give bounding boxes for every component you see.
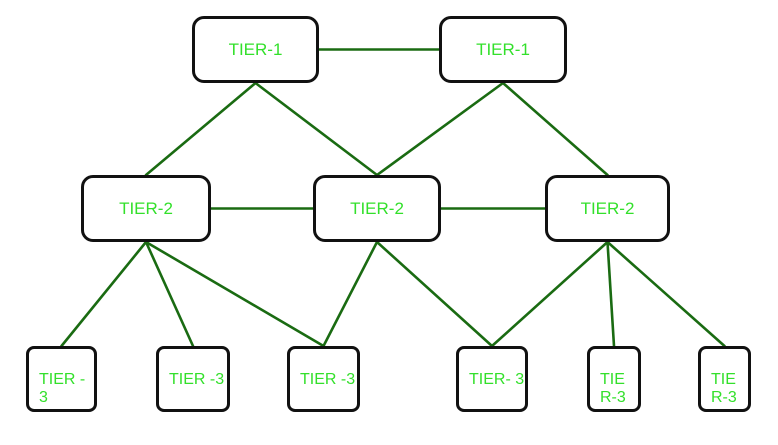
tier2-node-center: TIER-2 (313, 175, 441, 242)
link-t2c-t3e (606, 240, 616, 348)
node-label: TIER-2 (580, 198, 635, 218)
tier2-node-right: TIER-2 (545, 175, 670, 242)
link-t2a-t3c (144, 240, 325, 348)
link-t2a-t3a (60, 240, 148, 348)
node-label: TIER -3 (39, 371, 86, 406)
link-t1b-t2c (501, 81, 609, 177)
link-t2c-t3d (490, 240, 609, 348)
node-label: TIER- 3 (469, 371, 525, 388)
tier3-node-4: TIER- 3 (456, 346, 528, 412)
tier3-node-5: TIE R-3 (587, 346, 641, 412)
tier1-node-right: TIER-1 (439, 16, 567, 83)
link-t1a-t2a (144, 81, 257, 177)
tier3-node-3: TIER -3 (287, 346, 360, 412)
node-label: TIER-1 (228, 39, 283, 59)
link-t2b-t3c (322, 240, 379, 348)
tier3-node-6: TIE R-3 (698, 346, 751, 412)
node-label: TIE R-3 (711, 371, 737, 406)
node-label: TIE R-3 (600, 371, 626, 406)
link-t2b-t3d (375, 240, 494, 348)
node-label: TIER-2 (119, 198, 173, 218)
tier2-node-left: TIER-2 (81, 175, 211, 242)
tier3-node-1: TIER -3 (26, 346, 97, 412)
node-label: TIER-1 (476, 39, 530, 59)
link-t2c-t3f (606, 240, 726, 348)
node-label: TIER -3 (169, 371, 225, 388)
link-t1a-t2b (254, 81, 379, 177)
tier3-node-2: TIER -3 (156, 346, 230, 412)
link-t1b-t2b (375, 81, 505, 177)
link-t2a-t3b (144, 240, 195, 348)
node-label: TIER -3 (300, 371, 356, 388)
tier1-node-left: TIER-1 (192, 16, 319, 83)
node-label: TIER-2 (350, 198, 404, 218)
